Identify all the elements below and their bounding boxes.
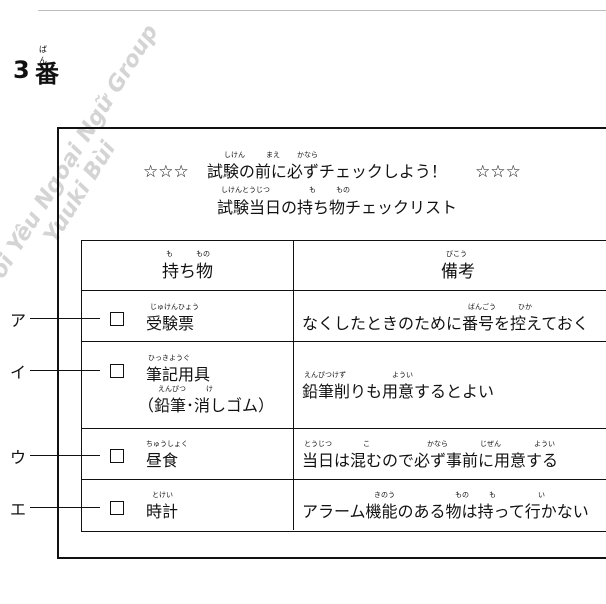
question-ruby: ばん <box>39 45 47 65</box>
ruby-mono: もの <box>336 186 350 194</box>
ruby-kinou: きのう <box>374 491 395 499</box>
col-header-notes: 備考 <box>441 262 475 282</box>
row-divider-3 <box>81 479 606 480</box>
stars-right: ☆☆☆ <box>475 162 521 182</box>
ruby-mo-2: も <box>489 491 496 499</box>
ruby-mae: まえ <box>266 151 280 159</box>
ruby-youi-1: ようい <box>392 371 413 379</box>
column-divider <box>293 240 294 530</box>
item-chuushoku: 昼食 <box>146 451 179 470</box>
ruby-juken: じゅけんひょう <box>150 303 199 311</box>
checkbox-tokei[interactable] <box>110 501 124 515</box>
note-hikki: 鉛筆削りも用意するとよい <box>302 382 495 401</box>
question-digit: 3 <box>13 56 30 84</box>
checklist-table <box>81 240 606 532</box>
row-label-i: イ <box>10 363 27 382</box>
checklist-subtitle: 試験当日の持ち物チェックリスト <box>217 198 458 217</box>
note-tokei: アラーム機能のある物は持って行かない <box>302 502 589 521</box>
row-divider-1 <box>81 341 606 342</box>
checkbox-chuushoku[interactable] <box>110 449 124 463</box>
col1-ruby-mo: も <box>166 250 173 258</box>
ruby-hika: ひか <box>518 303 532 311</box>
col-header-items: 持ち物 <box>162 262 213 282</box>
ruby-mo: も <box>309 186 316 194</box>
ruby-enpitsu: えんぴつ <box>158 385 186 393</box>
checklist-title: ☆☆☆ 試験の前に必ずチェックしよう！ ☆☆☆ <box>143 158 521 182</box>
item-juken: 受験票 <box>146 314 195 333</box>
row-label-e: エ <box>10 500 27 519</box>
leader-line-u <box>30 455 100 456</box>
table-header-divider <box>81 290 606 291</box>
ruby-i: い <box>538 491 545 499</box>
ruby-toujitsu: とうじつ <box>304 440 332 448</box>
checkbox-hikki[interactable] <box>110 364 124 378</box>
col2-ruby: びこう <box>446 250 467 258</box>
leader-line-a <box>30 318 100 319</box>
leader-line-e <box>30 507 100 508</box>
note-chuushoku: 当日は混むので必ず事前に用意する <box>302 451 559 470</box>
note-juken: なくしたときのために番号を控えておく <box>302 314 589 333</box>
ruby-kanara: かなら <box>297 151 318 159</box>
stars-left: ☆☆☆ <box>143 162 189 182</box>
row-label-u: ウ <box>10 448 27 467</box>
ruby-ke: け <box>206 385 213 393</box>
row-divider-2 <box>81 428 606 429</box>
ruby-hikki: ひっきようぐ <box>148 354 190 362</box>
ruby-ko: こ <box>363 440 370 448</box>
ruby-shiken: しけん <box>224 151 245 159</box>
leader-line-i <box>30 370 100 371</box>
item-hikki: 筆記用具 <box>146 365 211 384</box>
col1-ruby-mono: もの <box>196 250 210 258</box>
row-label-a: ア <box>10 311 27 330</box>
ruby-youi-2: ようい <box>534 440 555 448</box>
top-divider <box>38 10 606 11</box>
ruby-jizen: じぜん <box>480 440 501 448</box>
ruby-mono-2: もの <box>455 491 469 499</box>
ruby-chuushoku: ちゅうしょく <box>146 440 188 448</box>
item-tokei: 時計 <box>146 502 179 521</box>
ruby-shikentoujitsu: しけんとうじつ <box>221 186 270 194</box>
title-text: 試験の前に必ずチェックしよう！ <box>206 162 447 181</box>
checklist-frame <box>57 127 606 559</box>
item-hikki-sub: （鉛筆･消しゴム） <box>138 396 275 415</box>
checkbox-juken[interactable] <box>110 312 124 326</box>
ruby-tokei: とけい <box>152 491 173 499</box>
ruby-bangou: ばんごう <box>468 303 496 311</box>
ruby-kanara-2: かなら <box>427 440 448 448</box>
ruby-enpitsukezu: えんぴつけず <box>304 371 346 379</box>
question-ban: 番 <box>35 60 59 88</box>
